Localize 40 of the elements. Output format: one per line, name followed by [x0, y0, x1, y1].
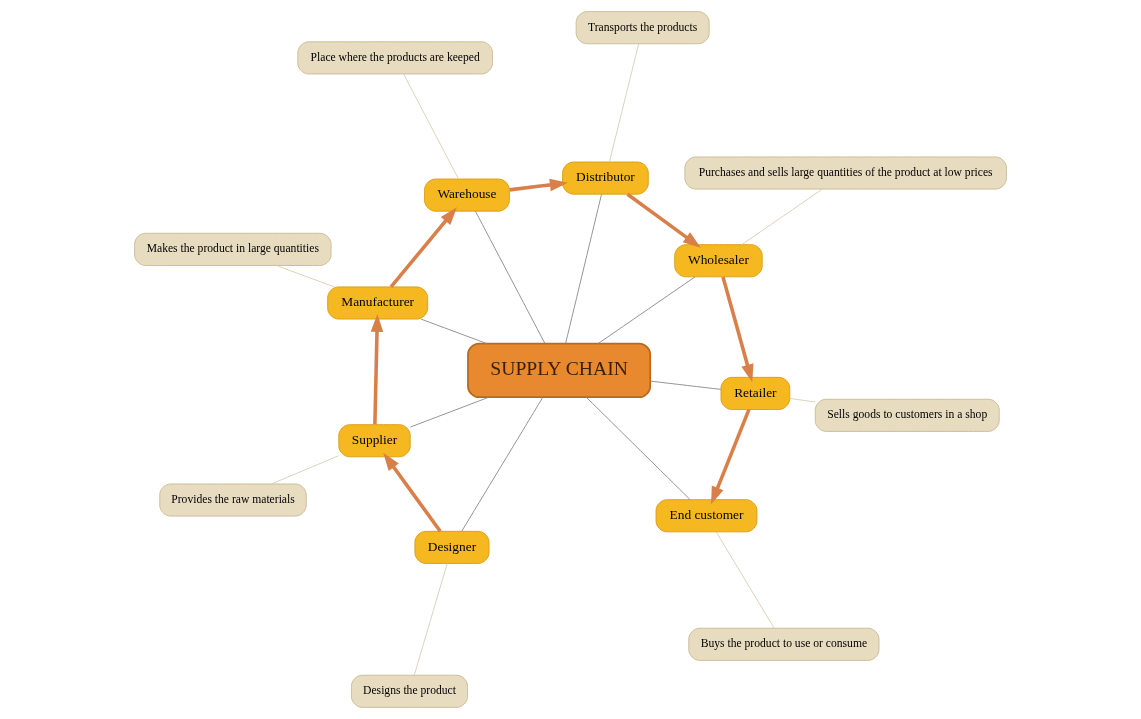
connector	[410, 396, 489, 428]
node-box: Purchases and sells large quantities of the product at low prices	[684, 156, 1007, 190]
node-box: Retailer	[720, 376, 791, 410]
node-box: Place where the products are keeped	[297, 41, 493, 75]
connector	[597, 276, 696, 345]
node-box: Transports the products	[575, 11, 710, 45]
node-box: Buys the product to use or consume	[688, 627, 880, 661]
node-box: Provides the raw materials	[159, 483, 307, 517]
connector	[271, 455, 339, 485]
connector	[586, 397, 691, 500]
connector	[608, 43, 640, 163]
connector	[565, 193, 602, 344]
arrow	[370, 313, 384, 425]
connector	[741, 188, 823, 246]
node-box: Distributor	[562, 161, 649, 195]
node-box: Designs the product	[351, 674, 468, 708]
node-box: Supplier	[338, 424, 411, 458]
connector	[413, 563, 448, 676]
node-box: Designer	[414, 530, 490, 564]
arrow	[509, 178, 568, 192]
node-box: End customer	[655, 499, 758, 533]
node-box: Makes the product in large quantities	[134, 232, 332, 266]
connector	[649, 380, 722, 390]
node-box: Sells goods to customers in a shop	[814, 398, 1000, 432]
connector	[715, 531, 775, 629]
connector	[276, 265, 335, 288]
node-box: Manufacturer	[327, 286, 429, 320]
arrow	[626, 192, 701, 248]
node-box: Wholesaler	[674, 244, 763, 278]
connector	[789, 397, 816, 403]
connector	[403, 73, 459, 180]
arrow	[721, 276, 754, 383]
connector	[420, 318, 488, 345]
node-box: SUPPLY CHAIN	[467, 342, 652, 399]
arrow	[383, 452, 442, 533]
arrow	[711, 409, 751, 505]
connector	[475, 210, 546, 344]
arrow	[389, 207, 457, 288]
connector	[461, 396, 544, 532]
node-box: Warehouse	[424, 178, 510, 212]
